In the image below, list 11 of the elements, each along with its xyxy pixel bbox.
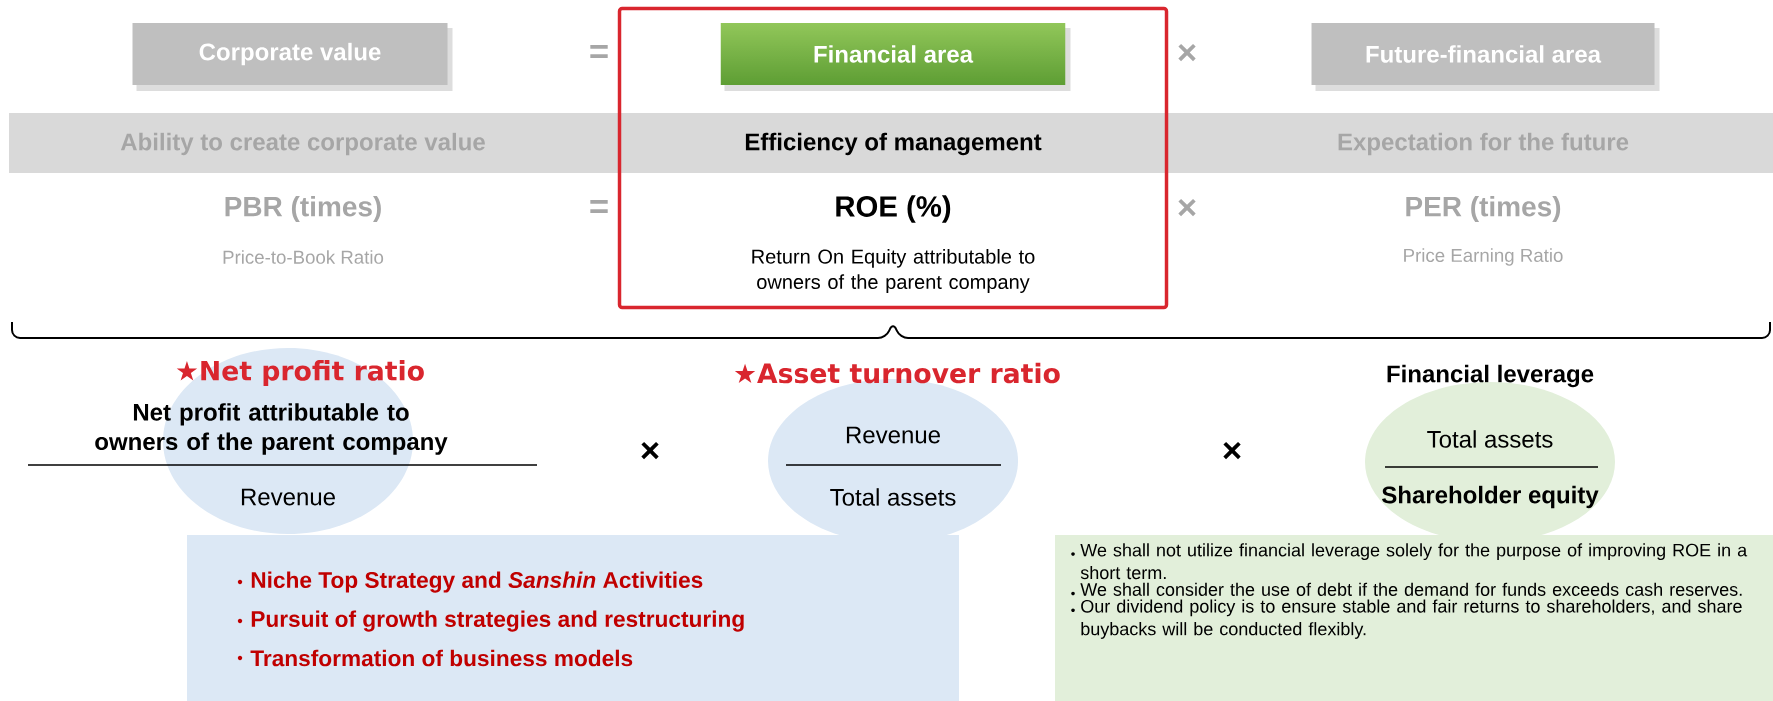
ratio-heading: ★Net profit ratio [176, 360, 424, 386]
ratio-description: Price-to-Book Ratio [223, 250, 384, 264]
category-box: Future-financial area [1311, 23, 1660, 91]
ratio-description: Price Earning Ratio [1404, 248, 1563, 266]
times-sign: × [641, 441, 659, 460]
category-box: Financial area [720, 23, 1071, 91]
category-box: Corporate value [132, 23, 453, 91]
times-sign: × [1223, 441, 1241, 460]
fraction-numerator: Net profit attributable to owners of the parent company [95, 403, 448, 455]
equals-sign: = [590, 45, 608, 59]
times-sign: × [1178, 43, 1196, 62]
